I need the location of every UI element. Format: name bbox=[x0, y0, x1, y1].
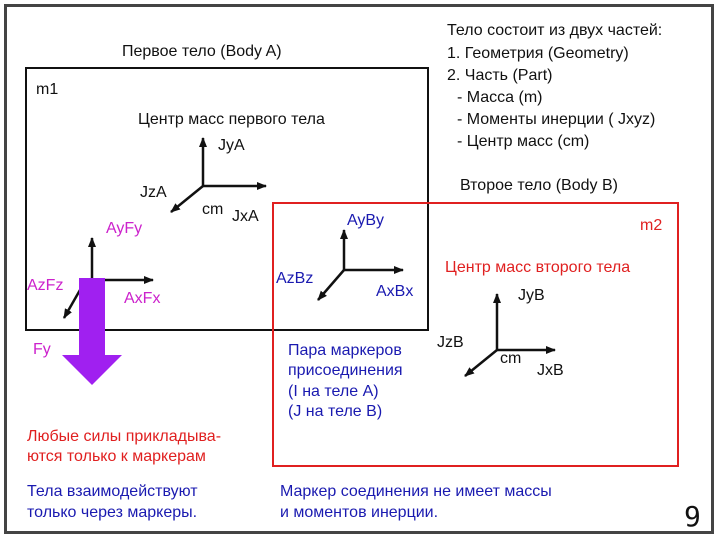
page-number: 9 bbox=[684, 500, 701, 533]
forces-note-line: Любые силы прикладыва- bbox=[27, 428, 221, 445]
body-a-mass-label: m1 bbox=[36, 81, 58, 98]
joint-note-line: и моментов инерции. bbox=[280, 504, 438, 521]
force-arrow bbox=[62, 278, 122, 385]
body-a-cm-label: cm bbox=[202, 201, 223, 218]
body-b-mass-label: m2 bbox=[640, 217, 662, 234]
pair-line: присоединения bbox=[288, 362, 403, 379]
joint-marker-axes bbox=[317, 229, 404, 301]
interact-note: Тела взаимодействуют только через маркер… bbox=[27, 483, 198, 521]
joint-marker-x-label: AxBx bbox=[376, 283, 413, 300]
info-line: - Масса (m) bbox=[457, 89, 543, 106]
force-marker-z-label: AzFz bbox=[27, 277, 63, 294]
pair-line: Пара маркеров bbox=[288, 342, 402, 359]
forces-note: Любые силы прикладыва- ются только к мар… bbox=[27, 428, 221, 465]
forces-note-line: ются только к маркерам bbox=[27, 448, 206, 465]
body-a-cm-axes bbox=[170, 137, 267, 213]
body-a-cm-title: Центр масс первого тела bbox=[138, 111, 325, 128]
info-block: Тело состоит из двух частей: 1. Геометри… bbox=[447, 22, 662, 150]
info-line: - Центр масс (cm) bbox=[457, 133, 589, 150]
body-b-jz-label: JzB bbox=[437, 334, 464, 351]
info-line: 2. Часть (Part) bbox=[447, 67, 552, 84]
interact-note-line: Тела взаимодействуют bbox=[27, 483, 198, 500]
axis-z-arrow bbox=[62, 289, 82, 319]
info-line: 1. Геометрия (Geometry) bbox=[447, 45, 629, 62]
joint-note: Маркер соединения не имеет массы и момен… bbox=[280, 483, 552, 521]
force-marker-y-label: AyFy bbox=[106, 220, 142, 237]
body-b-title: Второе тело (Body B) bbox=[460, 177, 618, 194]
body-a-jx-label: JxA bbox=[232, 208, 259, 225]
body-a-jz-label: JzA bbox=[140, 184, 167, 201]
force-label: Fy bbox=[33, 341, 51, 358]
body-b-jy-label: JyB bbox=[518, 287, 545, 304]
joint-note-line: Маркер соединения не имеет массы bbox=[280, 483, 552, 500]
force-marker-x-label: AxFx bbox=[124, 290, 160, 307]
axis-z-arrow bbox=[464, 349, 498, 377]
pair-text: Пара маркеров присоединения (I на теле A… bbox=[288, 342, 403, 420]
joint-marker-z-label: AzBz bbox=[276, 270, 313, 287]
interact-note-line: только через маркеры. bbox=[27, 504, 197, 521]
body-b-box bbox=[272, 202, 679, 467]
axis-z-arrow bbox=[170, 185, 204, 213]
body-a-box bbox=[25, 67, 429, 331]
info-line: - Моменты инерции ( Jxyz) bbox=[457, 111, 655, 128]
body-b-cm-title: Центр масс второго тела bbox=[445, 259, 630, 276]
body-a-title: Первое тело (Body A) bbox=[122, 43, 282, 60]
joint-marker-y-label: AyBy bbox=[347, 212, 384, 229]
body-b-cm-axes bbox=[464, 293, 556, 377]
pair-line: (I на теле A) bbox=[288, 383, 379, 400]
body-b-cm-label: cm bbox=[500, 350, 521, 367]
body-b-jx-label: JxB bbox=[537, 362, 564, 379]
axis-z-arrow bbox=[317, 269, 345, 301]
pair-line: (J на теле B) bbox=[288, 403, 382, 420]
info-line: Тело состоит из двух частей: bbox=[447, 22, 662, 39]
body-a-jy-label: JyA bbox=[218, 137, 245, 154]
